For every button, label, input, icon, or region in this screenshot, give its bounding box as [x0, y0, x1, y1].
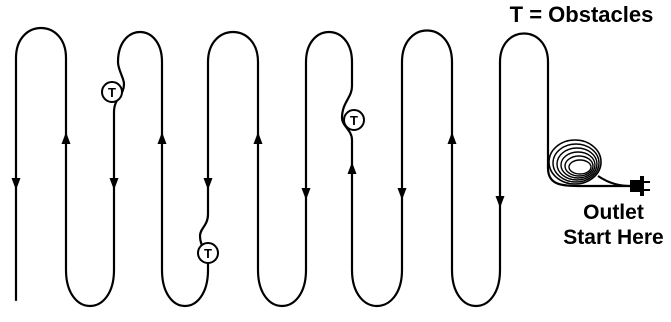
outlet-label: Outlet Start Here: [556, 200, 671, 250]
outlet-label-line1: Outlet: [556, 200, 671, 225]
arrow-down: [204, 178, 213, 190]
arrow-down: [398, 188, 407, 200]
arrow-down: [12, 178, 21, 190]
obstacle-label: T: [204, 246, 212, 261]
arrow-up: [448, 132, 457, 144]
arrow-up: [348, 162, 357, 174]
outlet-label-line2: Start Here: [556, 225, 671, 250]
obstacle-marker: T: [102, 82, 122, 102]
arrow-up: [62, 132, 71, 144]
arrow-up: [254, 132, 263, 144]
arrow-up: [158, 132, 167, 144]
serpentine-path: [16, 28, 600, 306]
outlet-plug-icon: [600, 176, 650, 196]
arrow-down: [302, 188, 311, 200]
obstacle-label: T: [108, 85, 116, 100]
obstacle-label: T: [350, 113, 358, 128]
legend-title: T = Obstacles: [492, 2, 671, 28]
obstacle-marker: T: [198, 243, 218, 263]
cord-coil-icon: [549, 140, 632, 186]
arrow-down: [496, 196, 505, 208]
arrow-down: [110, 178, 119, 190]
obstacle-marker: T: [344, 110, 364, 130]
